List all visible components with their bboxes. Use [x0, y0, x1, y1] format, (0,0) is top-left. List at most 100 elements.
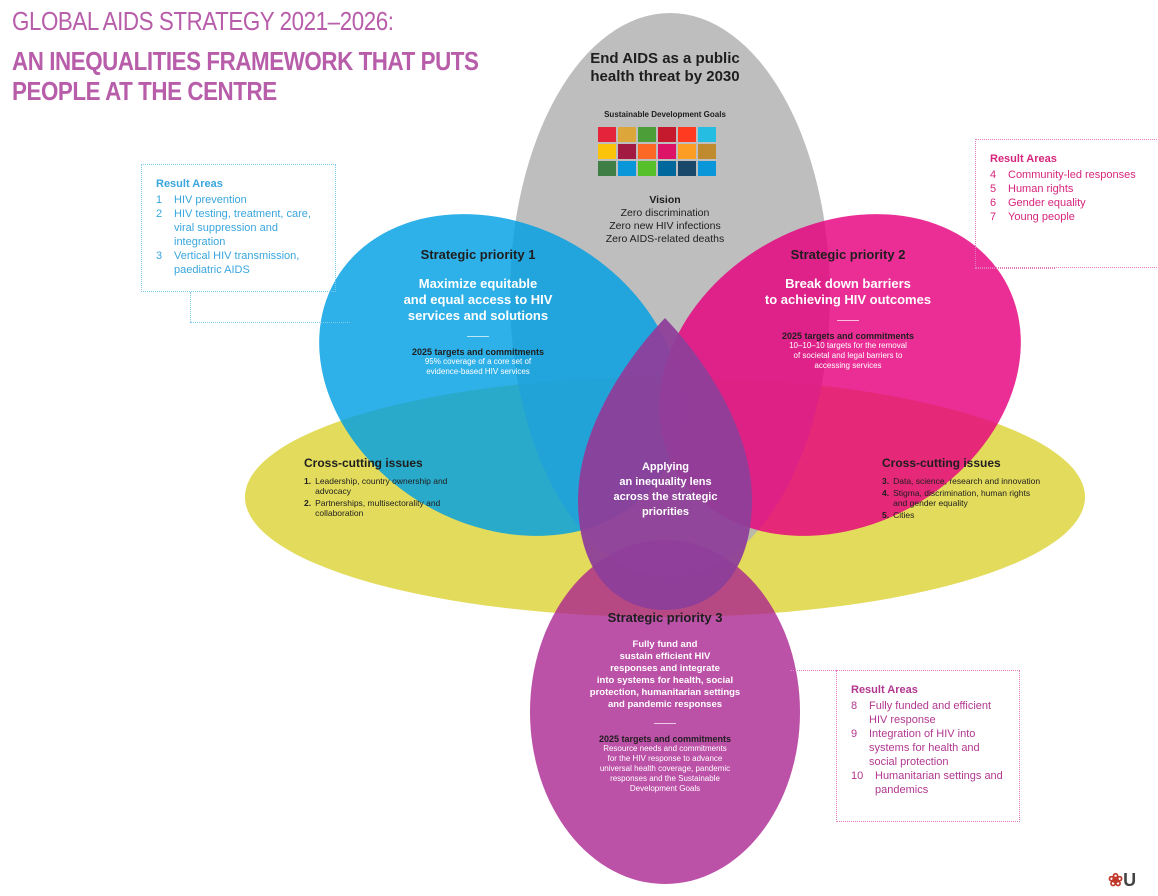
sdg-goal-icon	[658, 127, 676, 142]
sp2-sub-line: to achieving HIV outcomes	[764, 292, 932, 307]
item-text: Young people	[1008, 211, 1075, 223]
sp3-sub-line: sustain efficient HIV	[619, 651, 711, 662]
vision-line: Zero AIDS-related deaths	[605, 233, 725, 245]
center-line: across the strategic	[613, 491, 718, 503]
end-aids-heading: End AIDS as a public health threat by 20…	[540, 50, 790, 86]
sp3-targets-heading: 2025 targets and commitments	[598, 734, 732, 744]
sp1-target-line: 95% coverage of a core set of	[424, 357, 532, 366]
vision-line: Zero discrimination	[620, 207, 710, 219]
item-text: Human rights	[1008, 183, 1074, 195]
item-number: 4.	[882, 488, 890, 498]
item-number: 2	[156, 208, 163, 220]
item-text: Data, science, research and innovation	[893, 476, 1041, 486]
sdg-goal-icon	[698, 127, 716, 142]
sp3-sub-line: responses and integrate	[610, 663, 720, 674]
sdg-goal-icon	[598, 161, 616, 176]
item-number: 1	[156, 194, 163, 206]
item-number: 8	[851, 700, 858, 712]
center-line: priorities	[641, 506, 690, 518]
center-line: Applying	[641, 461, 690, 473]
item-number: 1.	[304, 476, 312, 486]
result-areas-bottom: Result Areas 8 Fully funded and efficient…	[836, 670, 1020, 822]
sp1-targets: 95% coverage of a core set of evidence-b…	[378, 357, 578, 377]
item-number: 7	[990, 211, 997, 223]
result-areas-list: 8 Fully funded and efficient HIV response…	[851, 699, 1005, 797]
sp3-sub-line: Fully fund and	[632, 639, 698, 650]
sp2-targets-heading: 2025 targets and commitments	[781, 331, 915, 341]
sdg-goal-icon	[598, 144, 616, 159]
title-line-2-text: AN INEQUALITIES FRAMEWORK THAT PUTS	[12, 46, 479, 76]
sp2-block: Strategic priority 2 Break down barriers…	[748, 247, 948, 371]
divider	[837, 320, 859, 321]
sp3-title: Strategic priority 3	[607, 610, 723, 625]
result-areas-title: Result Areas	[990, 153, 1057, 165]
sp3-target-line: Development Goals	[629, 784, 701, 793]
item-text: Community-led responses	[1008, 169, 1136, 181]
sdg-goal-icon	[638, 161, 656, 176]
sp2-sub-line: Break down barriers	[785, 276, 911, 291]
sdg-goal-icon	[638, 127, 656, 142]
sdg-goal-icon	[678, 127, 696, 142]
sdg-goal-icon	[678, 161, 696, 176]
item-text: Gender equality	[1008, 197, 1086, 209]
vision-block: Vision Zero discrimination Zero new HIV …	[560, 194, 770, 246]
sdg-goal-icon	[638, 144, 656, 159]
sp3-block: Strategic priority 3 Fully fund and sust…	[555, 610, 775, 794]
cross-cutting-right-title: Cross-cutting issues	[882, 456, 1001, 470]
item-text: Humanitarian settings and pandemics	[875, 770, 1003, 796]
divider	[467, 336, 489, 337]
list-item: 4.Stigma, discrimination, human rights a…	[882, 488, 1042, 508]
list-item: 7 Young people	[990, 210, 1144, 224]
sp2-target-line: accessing services	[814, 361, 882, 370]
cross-cutting-right-list: 3.Data, science, research and innovation…	[882, 476, 1042, 520]
center-text: Applying an inequality lens across the s…	[588, 460, 743, 520]
sp1-targets-heading: 2025 targets and commitments	[411, 347, 545, 357]
item-text: Fully funded and efficient HIV response	[869, 700, 992, 726]
leader-line-bottom	[790, 670, 836, 671]
purple-petal	[530, 540, 800, 884]
sp1-title: Strategic priority 1	[420, 247, 536, 262]
list-item: 3 Vertical HIV transmission, paediatric A…	[156, 249, 321, 277]
sp3-sub-line: into systems for health, social	[596, 675, 734, 686]
item-number: 3	[156, 250, 163, 262]
sdg-goal-icon	[618, 161, 636, 176]
list-item: 2.Partnerships, multisectorality and col…	[304, 498, 474, 518]
item-number: 3.	[882, 476, 890, 486]
item-number: 9	[851, 728, 858, 740]
sp3-target-line: Resource needs and commitments	[603, 744, 727, 753]
sdg-goal-icon	[698, 161, 716, 176]
sp3-target-line: for the HIV response to advance	[607, 754, 723, 763]
item-text: HIV prevention	[174, 194, 247, 206]
center-teardrop	[578, 318, 752, 610]
item-text: Vertical HIV transmission, paediatric AI…	[174, 250, 300, 276]
sp1-subtitle: Maximize equitable and equal access to H…	[378, 276, 578, 324]
list-item: 3.Data, science, research and innovation	[882, 476, 1042, 486]
leader-line-left	[190, 292, 191, 322]
result-areas-title: Result Areas	[851, 684, 918, 696]
sp3-sub-line: protection, humanitarian settings	[589, 687, 741, 698]
title-line-1: GLOBAL AIDS STRATEGY 2021–2026:	[12, 6, 394, 36]
end-aids-line-1: End AIDS as a public	[590, 50, 740, 67]
sp1-block: Strategic priority 1 Maximize equitable …	[378, 247, 578, 377]
sp3-targets: Resource needs and commitments for the H…	[555, 744, 775, 794]
sp3-target-line: responses and the Sustainable	[610, 774, 720, 783]
sdg-goal-icon	[698, 144, 716, 159]
item-text: Partnerships, multisectorality and colla…	[315, 498, 441, 518]
sp3-subtitle: Fully fund and sustain efficient HIV res…	[555, 639, 775, 711]
sdg-goal-icon	[598, 127, 616, 142]
leader-line-right	[975, 268, 1055, 269]
sdg-label: Sustainable Development Goals	[604, 110, 726, 119]
unaids-logo: ❀U	[1108, 870, 1136, 891]
cross-cutting-left-list: 1.Leadership, country ownership and advo…	[304, 476, 474, 518]
result-areas-title: Result Areas	[156, 178, 223, 190]
sp2-target-line: 10–10–10 targets for the removal	[789, 341, 907, 350]
divider	[654, 723, 676, 724]
